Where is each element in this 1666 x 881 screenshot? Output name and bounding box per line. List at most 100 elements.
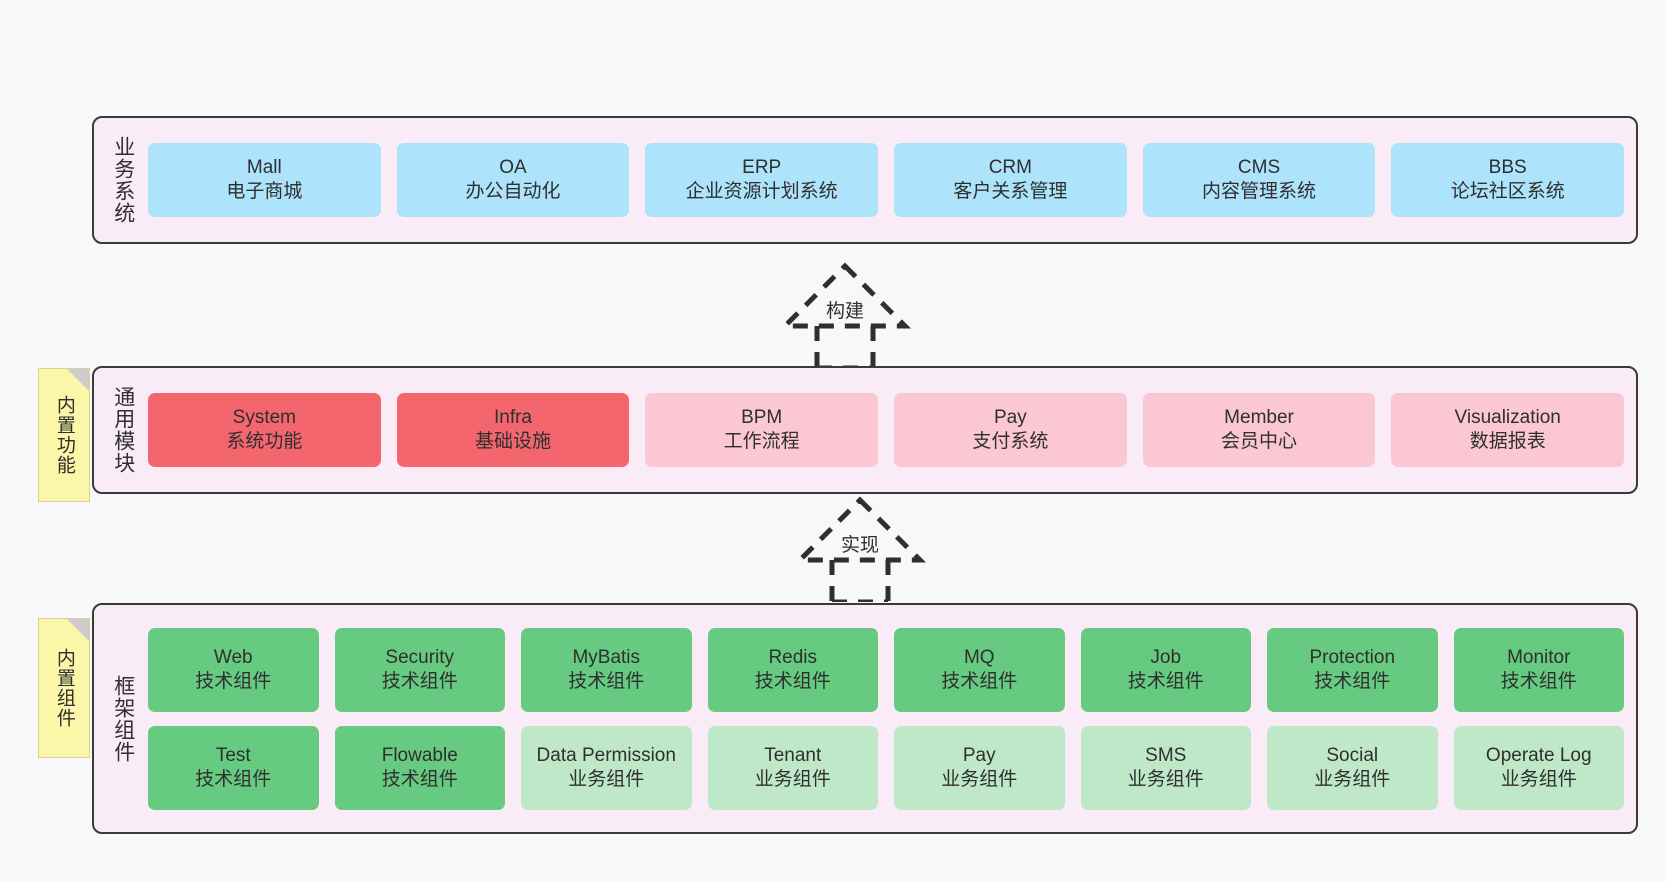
connector-build: 构建 [745,258,945,368]
common-module-row: System 系统功能 Infra 基础设施 BPM 工作流程 Pay 支付系统… [148,393,1625,467]
card-subtitle: 电子商城 [226,181,303,202]
card-subtitle: 客户关系管理 [953,181,1068,202]
card-subtitle: 技术组件 [754,670,831,692]
card-mall[interactable]: Mall 电子商城 [148,143,381,217]
card-social[interactable]: Social 业务组件 [1267,725,1438,810]
card-bpm[interactable]: BPM 工作流程 [645,393,879,467]
card-subtitle: 技术组件 [195,670,272,692]
card-subtitle: 技术组件 [1314,670,1391,692]
card-title: Tenant [764,744,822,766]
card-title: Mall [246,157,282,179]
layer-title-common-module: 通用模块 [111,386,135,474]
layer-framework-component: 框架组件 Web 技术组件 Security 技术组件 MyBatis 技术组件… [92,603,1638,834]
card-title: Visualization [1454,407,1561,429]
connector-implement-label: 实现 [840,535,879,556]
card-title: Flowable [381,744,458,766]
layer-title-business-system: 业务系统 [111,136,135,224]
card-subtitle: 数据报表 [1469,431,1546,452]
card-subtitle: 技术组件 [1127,670,1204,692]
card-pay[interactable]: Pay 支付系统 [894,393,1127,467]
card-tenant[interactable]: Tenant 业务组件 [707,725,878,810]
business-system-row: Mall 电子商城 OA 办公自动化 ERP 企业资源计划系统 CRM 客户关系… [148,143,1625,217]
card-subtitle: 技术组件 [941,670,1018,692]
card-protection[interactable]: Protection 技术组件 [1267,627,1438,712]
card-subtitle: 技术组件 [381,670,458,692]
generalization-arrow-icon [778,262,912,368]
layer-body-framework-component: Web 技术组件 Security 技术组件 MyBatis 技术组件 Redi… [140,615,1624,822]
card-job[interactable]: Job 技术组件 [1080,627,1251,712]
note-builtin-component: 内置组件 [38,618,90,758]
card-redis[interactable]: Redis 技术组件 [707,627,878,712]
card-title: CMS [1237,157,1281,179]
card-title: Job [1150,646,1182,668]
card-subtitle: 办公自动化 [465,181,561,202]
card-mq[interactable]: MQ 技术组件 [894,627,1065,712]
card-subtitle: 业务组件 [1314,768,1391,790]
connector-build-label: 构建 [825,301,864,322]
card-system[interactable]: System 系统功能 [148,393,381,467]
card-subtitle: 技术组件 [381,768,458,790]
card-subtitle: 系统功能 [226,431,303,452]
card-title: Protection [1309,646,1396,668]
card-subtitle: 支付系统 [972,431,1049,452]
card-title: Operate Log [1485,744,1592,766]
card-subtitle: 论坛社区系统 [1450,181,1565,202]
layer-body-common-module: System 系统功能 Infra 基础设施 BPM 工作流程 Pay 支付系统… [140,378,1625,482]
card-title: Test [215,744,251,766]
card-oa[interactable]: OA 办公自动化 [396,143,630,217]
card-sms[interactable]: SMS 业务组件 [1080,725,1251,810]
card-web[interactable]: Web 技术组件 [148,627,319,712]
card-operate-log[interactable]: Operate Log 业务组件 [1453,725,1624,810]
card-subtitle: 业务组件 [568,768,645,790]
card-title: Security [385,646,455,668]
card-subtitle: 企业资源计划系统 [685,181,838,202]
card-title: System [232,407,297,429]
card-erp[interactable]: ERP 企业资源计划系统 [645,143,879,217]
card-title: BPM [741,407,783,429]
framework-component-row-business: Test 技术组件 Flowable 技术组件 Data Permission … [148,725,1624,810]
card-title: SMS [1145,744,1187,766]
layer-common-module: 通用模块 System 系统功能 Infra 基础设施 BPM 工作流程 Pay… [92,366,1638,494]
card-cms[interactable]: CMS 内容管理系统 [1142,143,1376,217]
card-visualization[interactable]: Visualization 数据报表 [1391,393,1625,467]
card-mybatis[interactable]: MyBatis 技术组件 [521,627,692,712]
card-bbs[interactable]: BBS 论坛社区系统 [1391,143,1625,217]
card-title: Monitor [1507,646,1571,668]
card-subtitle: 技术组件 [568,670,645,692]
card-subtitle: 会员中心 [1221,431,1298,452]
card-subtitle: 技术组件 [195,768,272,790]
card-subtitle: 技术组件 [1500,670,1577,692]
card-title: Pay [993,407,1027,429]
card-crm[interactable]: CRM 客户关系管理 [894,143,1127,217]
card-title: Pay [962,744,996,766]
card-title: Infra [493,407,533,429]
card-flowable[interactable]: Flowable 技术组件 [334,725,505,810]
card-title: MQ [963,646,995,668]
card-pay-business[interactable]: Pay 业务组件 [894,725,1065,810]
card-title: Social [1326,744,1379,766]
framework-component-row-technical: Web 技术组件 Security 技术组件 MyBatis 技术组件 Redi… [148,627,1624,712]
card-title: Web [213,646,253,668]
card-title: MyBatis [572,646,641,668]
card-subtitle: 内容管理系统 [1202,181,1317,202]
generalization-arrow-icon [793,496,927,602]
card-title: ERP [742,157,782,179]
card-infra[interactable]: Infra 基础设施 [396,393,630,467]
card-subtitle: 业务组件 [1127,768,1204,790]
card-test[interactable]: Test 技术组件 [148,725,319,810]
note-builtin-function: 内置功能 [38,368,90,502]
card-data-permission[interactable]: Data Permission 业务组件 [521,725,692,810]
card-subtitle: 业务组件 [754,768,831,790]
card-title: Member [1224,407,1294,429]
card-title: Data Permission [536,744,676,766]
card-monitor[interactable]: Monitor 技术组件 [1453,627,1624,712]
card-title: CRM [988,157,1032,179]
card-title: OA [499,157,527,179]
layer-title-framework-component: 框架组件 [111,674,135,763]
card-security[interactable]: Security 技术组件 [334,627,505,712]
layer-body-business-system: Mall 电子商城 OA 办公自动化 ERP 企业资源计划系统 CRM 客户关系… [140,128,1625,232]
card-subtitle: 基础设施 [475,431,552,452]
card-member[interactable]: Member 会员中心 [1142,393,1376,467]
card-title: Redis [768,646,818,668]
